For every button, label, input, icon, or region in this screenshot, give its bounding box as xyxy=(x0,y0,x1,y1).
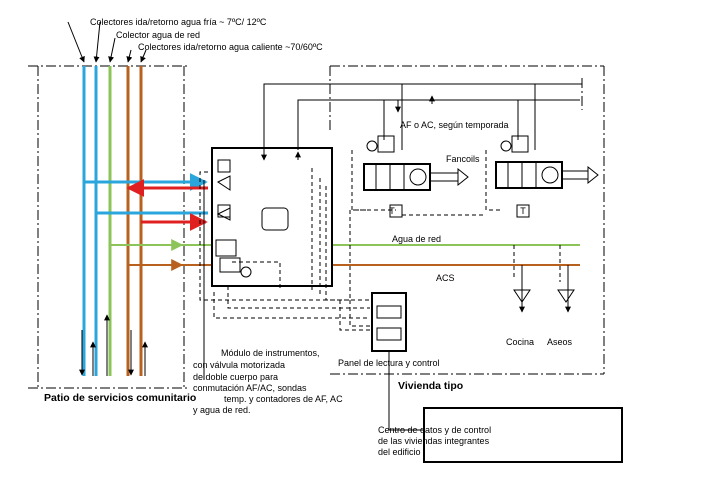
label-af-ac: AF o AC, según temporada xyxy=(400,120,509,130)
label-colector-red: Colector agua de red xyxy=(116,30,200,40)
label-colectores-caliente: Colectores ida/retorno agua caliente ~70… xyxy=(138,42,323,52)
control-wiring xyxy=(199,168,486,380)
label-vivienda-tipo: Vivienda tipo xyxy=(398,380,463,392)
centro-line: de las viviendas integrantes xyxy=(378,436,490,446)
modulo-line: y agua de red. xyxy=(193,405,251,415)
centro-line: Centro de datos y de control xyxy=(378,425,491,435)
collector-flow-arrows xyxy=(79,314,148,376)
modulo-line: de doble cuerpo para xyxy=(193,372,278,382)
modulo-line: conmutación AF/AC, sondas xyxy=(193,383,307,393)
modulo-line: Módulo de instrumentos, xyxy=(221,348,320,358)
thermostat-2-label: T xyxy=(520,206,526,216)
centro-description: Centro de datos y de control de las vivi… xyxy=(378,425,491,457)
label-patio: Patio de servicios comunitario xyxy=(44,392,196,404)
modulo-description: Módulo de instrumentos, con válvula moto… xyxy=(193,348,343,415)
modulo-line: con válvula motorizada xyxy=(193,360,285,370)
label-fancoils: Fancoils xyxy=(446,154,480,164)
label-panel: Panel de lectura y control xyxy=(338,358,440,368)
thermostat-1-label: T xyxy=(389,206,395,216)
modulo-line: temp. y contadores de AF, AC xyxy=(224,394,343,404)
instrument-module xyxy=(211,147,333,287)
label-aseos: Aseos xyxy=(547,337,573,347)
collector-pointers xyxy=(67,21,147,63)
control-panel xyxy=(371,292,428,431)
data-center xyxy=(423,407,623,463)
label-cocina: Cocina xyxy=(506,337,534,347)
centro-line: del edificio xyxy=(378,447,421,457)
dwelling-supply-lines xyxy=(261,83,582,161)
fancoil-2 xyxy=(485,135,599,218)
fancoil-1 xyxy=(351,135,469,218)
label-agua-de-red: Agua de red xyxy=(392,234,441,244)
label-colectores-fria: Colectores ida/retorno agua fría ~ 7ºC/ … xyxy=(90,17,267,27)
outlets xyxy=(513,245,575,313)
branch-pipes xyxy=(84,173,580,271)
dwelling-boundary xyxy=(329,65,605,375)
label-acs: ACS xyxy=(436,273,455,283)
vertical-collectors xyxy=(82,66,143,376)
